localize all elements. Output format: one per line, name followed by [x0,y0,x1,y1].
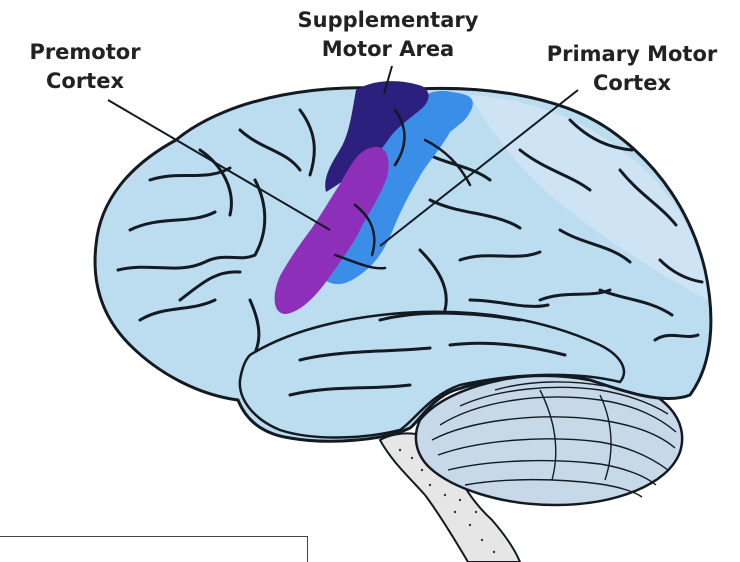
sma-label-line1: Supplementary [288,6,488,35]
primary-motor-cortex-label: Primary Motor Cortex [532,40,732,98]
supplementary-motor-area-label: Supplementary Motor Area [288,6,488,64]
primary-label-line1: Primary Motor [532,40,732,69]
sma-label-line2: Motor Area [288,35,488,64]
primary-label-line2: Cortex [532,69,732,98]
premotor-label-line2: Cortex [14,67,156,96]
premotor-label-line1: Premotor [14,38,156,67]
premotor-cortex-label: Premotor Cortex [14,38,156,96]
bottom-border-box [0,536,308,562]
